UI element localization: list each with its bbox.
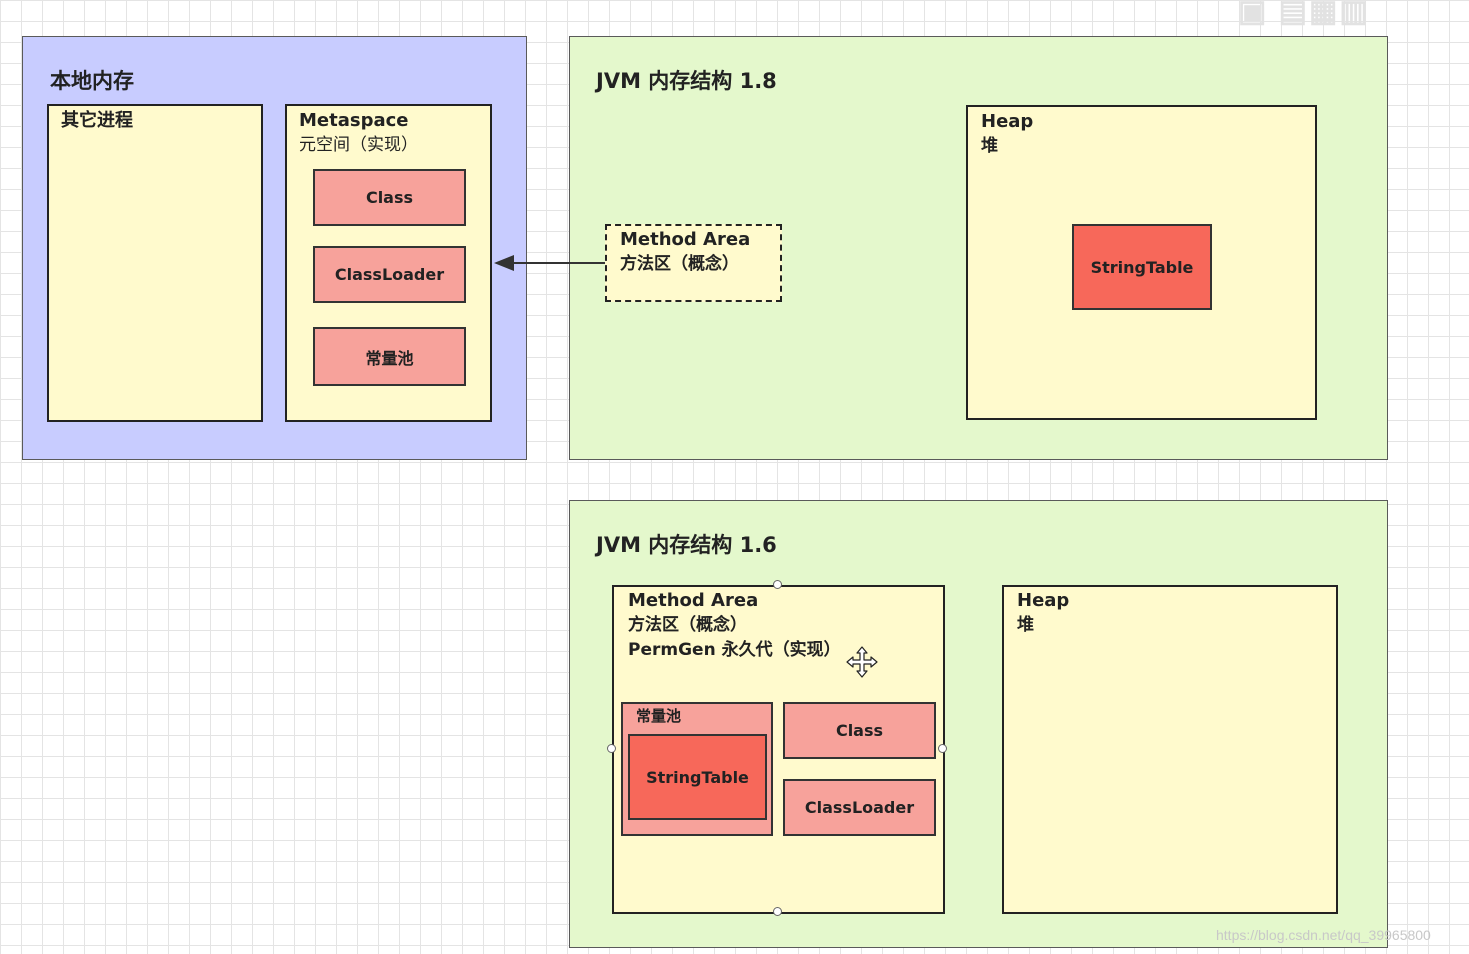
jvm18-method-area-title: Method Area <box>620 229 751 250</box>
selection-handle-bottom[interactable] <box>773 907 782 916</box>
jvm16-method-area-subtitle: 方法区（概念） <box>628 615 747 635</box>
jvm18-title: JVM 内存结构 1.8 <box>596 69 777 93</box>
selection-handle-right[interactable] <box>938 744 947 753</box>
metaspace-constant-pool-box[interactable]: 常量池 <box>313 327 466 386</box>
native-memory-title: 本地内存 <box>50 69 134 93</box>
jvm16-heap-title: Heap <box>1017 590 1070 611</box>
metaspace-title: Metaspace <box>299 110 409 131</box>
jvm18-container[interactable]: JVM 内存结构 1.8 Method Area 方法区（概念） Heap 堆 … <box>569 36 1388 460</box>
other-process-box[interactable]: 其它进程 <box>47 104 263 422</box>
arrow-head-icon <box>494 255 514 271</box>
metaspace-subtitle: 元空间（实现） <box>299 135 418 155</box>
jvm18-stringtable-box[interactable]: StringTable <box>1072 224 1212 310</box>
corner-logo: ▣ ▤▦▥ <box>1238 0 1370 28</box>
jvm16-class-box[interactable]: Class <box>783 702 936 759</box>
jvm18-heap-box[interactable]: Heap 堆 StringTable <box>966 105 1317 420</box>
metaspace-box[interactable]: Metaspace 元空间（实现） Class ClassLoader 常量池 <box>285 104 492 422</box>
jvm16-constant-pool-box[interactable]: 常量池 StringTable <box>621 702 773 836</box>
jvm16-container[interactable]: JVM 内存结构 1.6 Method Area 方法区（概念） PermGen… <box>569 500 1388 948</box>
jvm16-heap-box[interactable]: Heap 堆 <box>1002 585 1338 914</box>
jvm16-method-area-box[interactable]: Method Area 方法区（概念） PermGen 永久代（实现） 常量池 … <box>612 585 945 914</box>
jvm18-heap-title: Heap <box>981 111 1034 132</box>
jvm16-stringtable-box[interactable]: StringTable <box>628 734 767 820</box>
watermark-url: https://blog.csdn.net/qq_39965800 <box>1216 927 1431 943</box>
selection-handle-top[interactable] <box>773 580 782 589</box>
jvm16-permgen-label: PermGen 永久代（实现） <box>628 640 841 660</box>
jvm16-classloader-box[interactable]: ClassLoader <box>783 779 936 836</box>
jvm16-title: JVM 内存结构 1.6 <box>596 533 777 557</box>
move-cursor-icon <box>846 646 878 678</box>
jvm16-heap-subtitle: 堆 <box>1017 615 1034 635</box>
implementation-arrow <box>494 255 605 271</box>
selection-handle-left[interactable] <box>607 744 616 753</box>
native-memory-container[interactable]: 本地内存 其它进程 Metaspace 元空间（实现） Class ClassL… <box>22 36 527 460</box>
jvm18-method-area-subtitle: 方法区（概念） <box>620 254 739 274</box>
other-process-label: 其它进程 <box>61 110 133 131</box>
jvm18-method-area-box[interactable]: Method Area 方法区（概念） <box>605 224 782 302</box>
jvm18-heap-subtitle: 堆 <box>981 136 998 156</box>
metaspace-class-box[interactable]: Class <box>313 169 466 226</box>
metaspace-classloader-box[interactable]: ClassLoader <box>313 246 466 303</box>
jvm16-method-area-title: Method Area <box>628 590 759 611</box>
jvm16-constant-pool-label: 常量池 <box>636 707 682 725</box>
